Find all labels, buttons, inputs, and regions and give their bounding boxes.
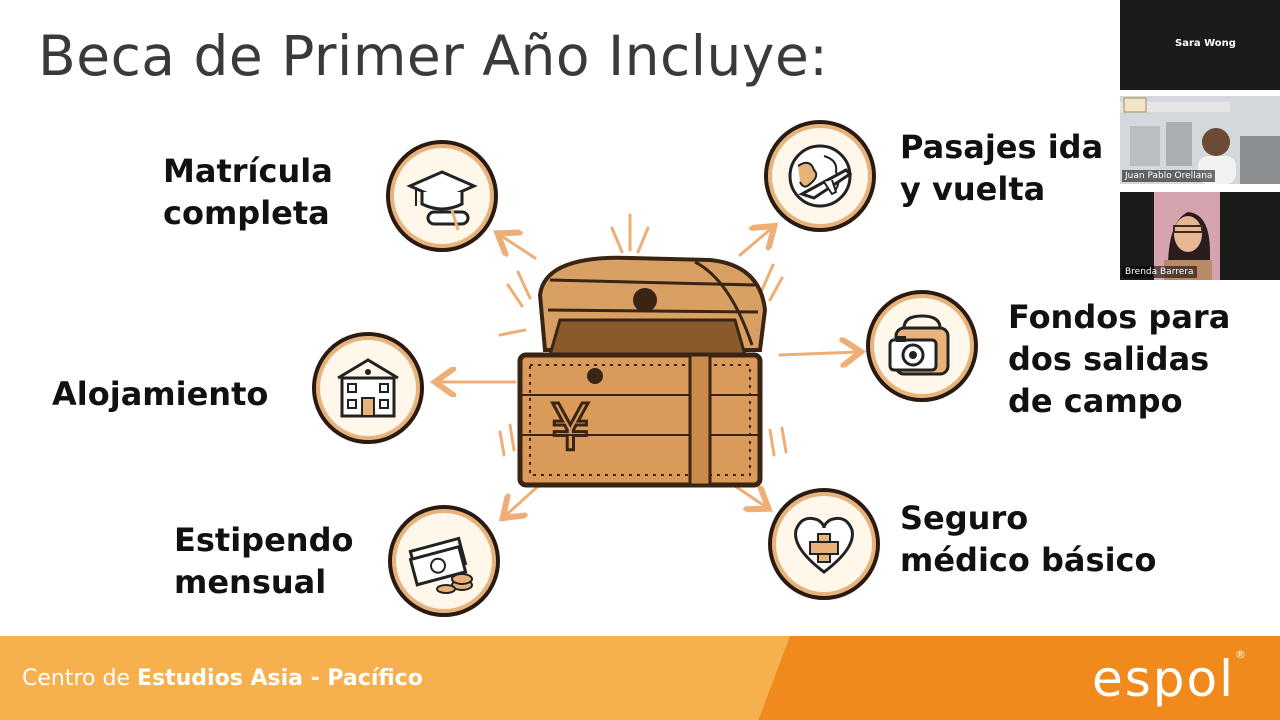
participant-tile-brenda-barrera[interactable]: Brenda Barrera <box>1120 192 1280 280</box>
participant-name: Juan Pablo Orellana <box>1122 170 1216 182</box>
svg-text:¥: ¥ <box>550 392 591 466</box>
treasure-chest-yen-icon: ¥ <box>517 255 768 488</box>
insurance-line2: médico básico <box>900 541 1157 579</box>
participant-tile-sara-wong[interactable]: Sara Wong <box>1120 0 1280 90</box>
housing-circle <box>312 332 424 444</box>
tuition-label: Matrícula completa <box>163 150 333 234</box>
slide-title: Beca de Primer Año Incluye: <box>38 24 829 88</box>
housing-label: Alojamiento <box>52 373 268 415</box>
insurance-circle <box>768 488 880 600</box>
insurance-line1: Seguro <box>900 499 1029 537</box>
globe-airplane-icon <box>788 144 853 208</box>
footer-bold: Estudios Asia - Pacífico <box>136 666 423 691</box>
logo-registered-mark: ® <box>1235 648 1248 661</box>
field-trips-line3: de campo <box>1008 382 1183 420</box>
footer-light-band <box>0 636 790 720</box>
money-coins-icon <box>408 536 473 594</box>
flights-circle <box>764 120 876 232</box>
stipend-line1: Estipendo <box>174 521 354 559</box>
slide-footer: Centro de Estudios Asia - Pacífico espol… <box>0 636 1280 720</box>
flights-line1: Pasajes ida <box>900 128 1104 166</box>
insurance-label: Seguro médico básico <box>900 497 1156 581</box>
field-trips-circle <box>866 290 978 402</box>
heart-medical-cross-icon <box>794 516 854 574</box>
stipend-label: Estipendo mensual <box>174 519 353 603</box>
participant-video <box>1120 96 1280 184</box>
stipend-circle <box>388 505 500 617</box>
building-icon <box>337 358 399 418</box>
participant-video <box>1154 192 1220 280</box>
flights-label: Pasajes ida y vuelta <box>900 126 1103 210</box>
graduation-cap-diploma-icon <box>406 170 478 231</box>
logo-text: espol <box>1091 650 1235 708</box>
footer-prefix: Centro de <box>22 666 137 691</box>
field-trips-line1: Fondos para <box>1008 298 1231 336</box>
field-trips-line2: dos salidas <box>1008 340 1210 378</box>
housing-line1: Alojamiento <box>52 375 269 413</box>
participant-name: Brenda Barrera <box>1122 266 1197 278</box>
camera-backpack-icon <box>888 314 950 376</box>
tuition-circle <box>386 140 498 252</box>
stipend-line2: mensual <box>174 563 327 601</box>
tuition-line1: Matrícula <box>163 152 333 190</box>
participant-name: Sara Wong <box>1175 38 1236 49</box>
participant-tile-juan-pablo-orellana[interactable]: Juan Pablo Orellana <box>1120 96 1280 184</box>
field-trips-label: Fondos para dos salidas de campo <box>1008 296 1230 422</box>
tuition-line2: completa <box>163 194 330 232</box>
footer-center-name: Centro de Estudios Asia - Pacífico <box>22 666 423 691</box>
flights-line2: y vuelta <box>900 170 1046 208</box>
espol-logo: espol® <box>1091 648 1248 708</box>
